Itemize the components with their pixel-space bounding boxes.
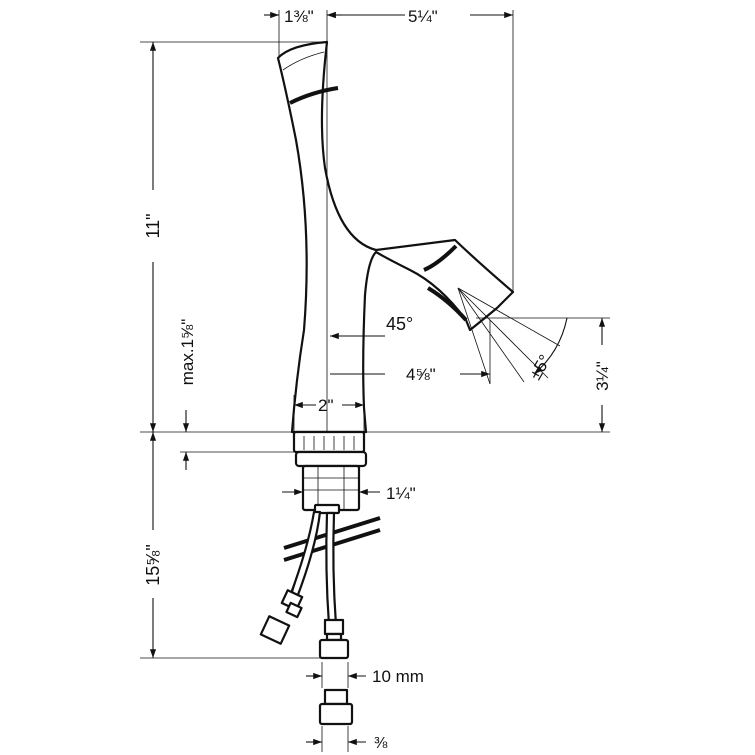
spray-lines <box>457 287 568 385</box>
dim-aerator-offset: 4⅝" <box>406 365 436 384</box>
centerlines <box>140 10 610 659</box>
dim-connection-thread: ⅜ <box>374 735 388 752</box>
dim-shank-diameter: 1¼" <box>386 484 416 503</box>
dim-hose-nut: 10 mm <box>372 667 424 686</box>
dimension-labels: 1⅜" 5¼" 11" max.1⅝" 2" 45° 4⅝" ±5° 3¼" 1… <box>143 7 612 752</box>
dim-spray-angle: 45° <box>386 314 413 334</box>
dim-max-deck: max.1⅝" <box>178 319 197 386</box>
dim-spout-reach: 5¼" <box>408 7 438 26</box>
dim-total-height: 11" <box>143 213 163 238</box>
dim-aerator-height: 3¼" <box>593 361 612 391</box>
supply-hoses <box>259 510 354 726</box>
base-shank <box>292 430 368 515</box>
dim-base-diameter: 2" <box>318 396 334 415</box>
dimension-lines <box>149 11 606 752</box>
dim-spout-tip-width: 1⅜" <box>284 7 314 26</box>
dim-hose-length: 15⅝" <box>143 544 163 585</box>
